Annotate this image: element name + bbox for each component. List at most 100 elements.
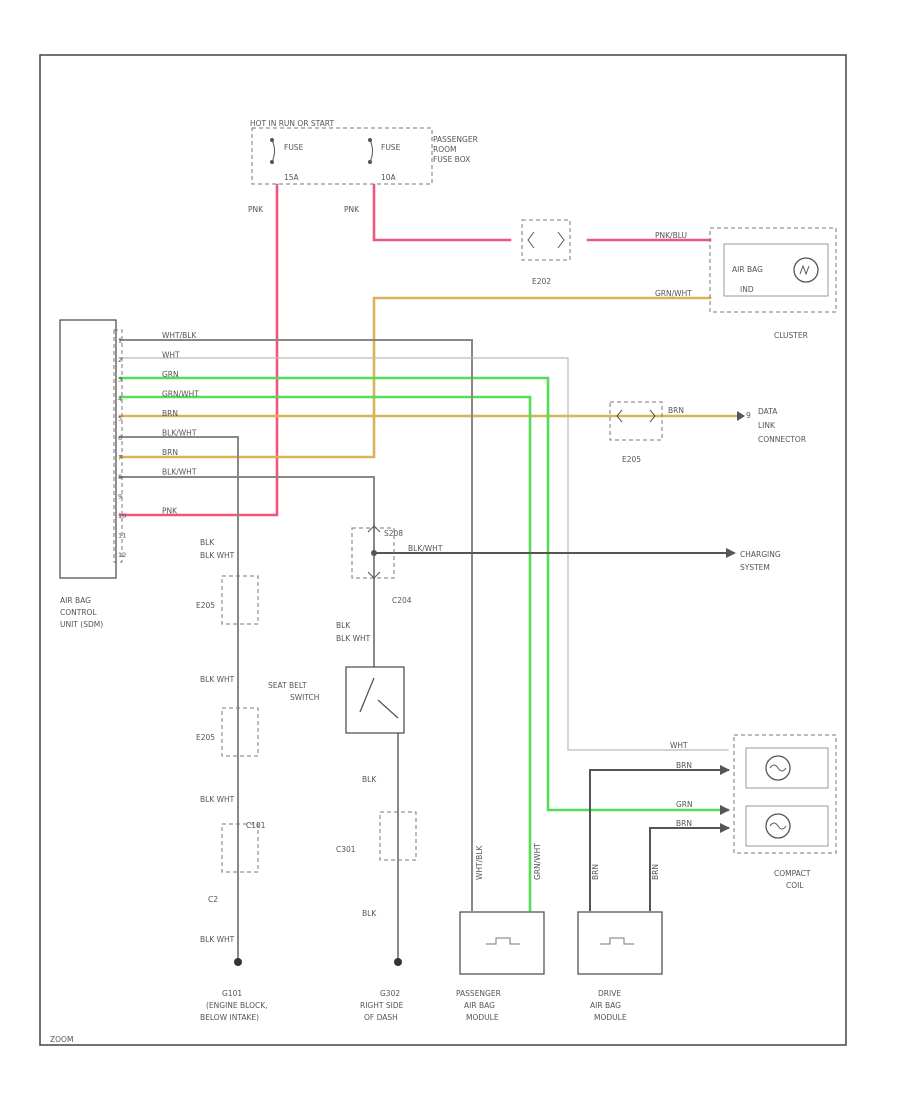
fuse-box-label: PASSENGER <box>433 135 478 144</box>
wire-label: PNK <box>344 205 360 214</box>
c101-outline <box>221 823 259 873</box>
fuse-section: HOT IN RUN OR START FUSE 15A FUSE 10A PA… <box>248 119 478 214</box>
s208-outline <box>351 527 395 579</box>
mid-ground-chain: BLK BLK WHT SEAT BELT SWITCH BLK C301 BL… <box>268 621 417 1022</box>
driver-module-box <box>577 911 663 975</box>
connector-label: E205 <box>196 733 215 742</box>
ground-label: G302 <box>380 989 400 998</box>
connector-label: C301 <box>336 845 356 854</box>
passenger-air-bag-module: WHT/BLK GRN/WHT PASSENGER AIR BAG MODULE <box>456 843 545 1022</box>
cluster-lamp-label: IND <box>740 285 754 294</box>
acu-wire-label: PNK <box>162 507 178 516</box>
acu-wire-label: WHT <box>162 351 180 360</box>
acu-pin-number: 12 <box>118 551 126 559</box>
e205-label: E205 <box>622 455 641 464</box>
wire-label: BLK <box>362 909 377 918</box>
module-label: DRIVE <box>598 989 621 998</box>
acu-pin-number: 3 <box>118 376 122 384</box>
wire-label: BLK <box>200 538 215 547</box>
wire-wht-blk <box>119 339 473 911</box>
cluster-outline <box>709 227 837 313</box>
charging-arrow-icon <box>726 548 736 558</box>
acu-label: AIR BAG <box>60 596 91 605</box>
dlc-label: LINK <box>758 421 776 430</box>
wire-label: BLK WHT <box>200 795 235 804</box>
acu-label: UNIT (SDM) <box>60 620 103 629</box>
fuse-b-rating: 10A <box>381 173 397 182</box>
wire-label: PNK <box>248 205 264 214</box>
e205-upper-outline <box>221 575 259 625</box>
ground-icon <box>234 958 242 966</box>
coil-arrow-icon <box>720 805 730 815</box>
ground-label: OF DASH <box>364 1013 398 1022</box>
acu-pin-number: 9 <box>118 493 122 501</box>
wire-label: PNK/BLU <box>655 231 687 240</box>
fuse-a-icon <box>271 139 275 163</box>
cluster: AIR BAG IND CLUSTER GRN/WHT <box>655 227 837 340</box>
indicator-lamp-icon <box>793 257 819 283</box>
wire-label: BRN <box>651 864 660 880</box>
wire-grn <box>118 376 730 812</box>
module-label: AIR BAG <box>464 1001 495 1010</box>
dlc-label: CONNECTOR <box>758 435 806 444</box>
fuse-b-label: FUSE <box>381 143 401 152</box>
ground-label: (ENGINE BLOCK, <box>206 1001 268 1010</box>
coil-label: COMPACT <box>774 869 811 878</box>
wire-label: BLK <box>362 775 377 784</box>
acu-pin-number: 6 <box>118 434 122 442</box>
wire-label: WHT <box>670 741 688 750</box>
acu-wire-label: BRN <box>162 409 178 418</box>
dlc-arrow-icon <box>737 411 745 421</box>
dlc-label: DATA <box>758 407 778 416</box>
wire-label: BRN <box>676 819 692 828</box>
acu-pin-strip <box>113 329 123 563</box>
charging-system: S208 C204 BLK/WHT CHARGING SYSTEM <box>351 525 781 605</box>
fuse-b-icon <box>369 139 373 163</box>
ground-label: G101 <box>222 989 242 998</box>
fuse-box-outline <box>251 127 433 185</box>
acu-label: CONTROL <box>60 608 97 617</box>
acu-wire-label: BLK/WHT <box>162 468 197 477</box>
fuse-box-label: FUSE BOX <box>433 155 470 164</box>
acu-pin-number: 11 <box>118 532 126 540</box>
wire-label: GRN/WHT <box>533 843 542 880</box>
acu-pin-rows: 1WHT/BLK2WHT3GRN4GRN/WHT5BRN6BLK/WHT7BRN… <box>118 331 199 559</box>
passenger-module-box <box>459 911 545 975</box>
wire-grn-wht <box>118 395 532 912</box>
connector-icon <box>367 525 381 579</box>
module-label: MODULE <box>466 1013 499 1022</box>
e202-outline <box>521 219 571 261</box>
splice-dot <box>371 550 377 556</box>
wire-brn-driver-b <box>649 827 729 911</box>
wire-label: BRN <box>591 864 600 880</box>
fuse-a-label: FUSE <box>284 143 304 152</box>
air-bag-control-unit: AIR BAG CONTROL UNIT (SDM) <box>59 319 123 629</box>
e202-connector: E202 PNK/BLU <box>521 219 687 286</box>
e205-outline <box>609 401 663 441</box>
switch-label: SWITCH <box>290 693 319 702</box>
module-label: AIR BAG <box>590 1001 621 1010</box>
s208-label: S208 <box>384 529 403 538</box>
diagram-frame <box>39 54 847 1046</box>
acu-wire-label: WHT/BLK <box>162 331 197 340</box>
coil-arrow-icon <box>720 823 730 833</box>
acu-pin-number: 4 <box>118 395 122 403</box>
compact-coil: WHT GRN BRN BRN COMPACT COIL <box>670 734 837 890</box>
wire-label: BLK <box>336 621 351 630</box>
ground-icon <box>394 958 402 966</box>
pin-label: C2 <box>208 895 218 904</box>
wire-blk-wht-left <box>119 436 239 961</box>
coil-outline <box>733 734 837 854</box>
cluster-lamp-label: AIR BAG <box>732 265 763 274</box>
switch-label: SEAT BELT <box>268 681 307 690</box>
wire-label: BRN <box>668 406 684 415</box>
connector-label: E205 <box>196 601 215 610</box>
wire-pnk-fuse-a <box>118 183 279 517</box>
wire-label: BLK WHT <box>200 675 235 684</box>
wire-blk-wht-mid <box>119 476 375 671</box>
acu-wire-label: BLK/WHT <box>162 429 197 438</box>
driver-air-bag-module: BRN BRN DRIVE AIR BAG MODULE <box>577 864 663 1022</box>
acu-wire-label: BRN <box>162 448 178 457</box>
squib-icon <box>600 937 634 945</box>
connector-label: C101 <box>246 821 266 830</box>
